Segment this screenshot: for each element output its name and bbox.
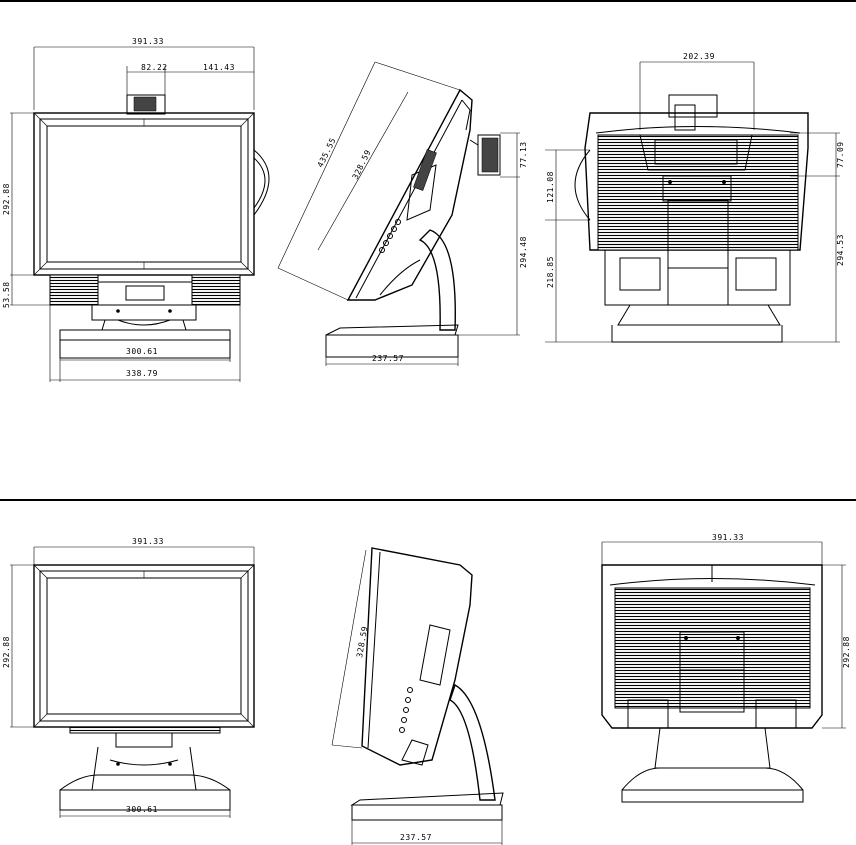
side-screen-length-label: 328.59 — [351, 148, 373, 181]
rear-right-height-label: 294.53 — [836, 234, 845, 266]
side-stand-height-label: 294.48 — [519, 236, 528, 268]
top-front-base-width-label: 300.61 — [126, 347, 158, 356]
side-camera-icon — [481, 137, 499, 173]
bottom-front-height-label: 292.88 — [2, 636, 11, 668]
bottom-monitor-bezel — [33, 564, 255, 728]
rear-camera-icon — [668, 94, 718, 118]
rear-vent-grille — [597, 134, 799, 251]
bottom-front-base-width-label: 300.61 — [126, 805, 158, 814]
monitor-base — [59, 329, 231, 359]
top-front-width-label: 391.33 — [132, 37, 164, 46]
monitor-bezel — [33, 112, 255, 276]
bottom-rear-base — [621, 789, 804, 803]
bottom-monitor-screen — [46, 577, 242, 715]
rear-camera-height-label: 77.09 — [836, 141, 845, 168]
bottom-rear-stand-neck — [679, 631, 745, 713]
rear-top-width-label: 202.39 — [683, 52, 715, 61]
rear-lower-height-label: 218.85 — [546, 256, 555, 288]
top-rear-view: 202.39 77.09 294.53 121.08 21 — [545, 52, 845, 343]
bottom-front-width-label: 391.33 — [132, 537, 164, 546]
top-front-camera-offset-label: 141.43 — [203, 63, 235, 72]
top-front-overall-width-label: 338.79 — [126, 369, 158, 378]
right-speaker-icon — [191, 274, 241, 306]
left-speaker-icon — [49, 274, 99, 306]
top-front-height-label: 292.88 — [2, 183, 11, 215]
top-front-camera-width-label: 82.22 — [141, 63, 168, 72]
bottom-side-view: 328.59 237.57 — [331, 547, 504, 845]
monitor-screen — [46, 125, 242, 263]
bottom-side-base — [351, 804, 503, 821]
side-base — [325, 334, 459, 358]
side-monitor-body — [346, 88, 473, 301]
top-front-view: 391.33 82.22 141.43 — [2, 37, 270, 382]
side-base-depth-label: 237.57 — [372, 354, 404, 363]
bottom-rear-width-label: 391.33 — [712, 533, 744, 542]
bottom-rear-view: 391.33 292.88 — [601, 533, 851, 803]
top-front-speaker-height-label: 53.58 — [2, 281, 11, 308]
bottom-side-base-depth-label: 237.57 — [400, 833, 432, 842]
bottom-rear-vent-grille — [614, 587, 811, 709]
bottom-front-base — [59, 789, 231, 811]
rear-stand-neck — [667, 199, 729, 306]
bottom-rear-height-label: 292.88 — [842, 636, 851, 668]
bottom-front-view: 391.33 292.88 300.61 — [2, 537, 255, 818]
bottom-side-body — [361, 547, 473, 766]
side-camera-height-label: 77.13 — [519, 141, 528, 168]
rear-body — [584, 112, 809, 251]
top-side-view: 435.55 328.59 77.13 294.48 237.57 — [277, 61, 528, 366]
camera-icon — [133, 96, 157, 112]
rear-speaker-height-label: 121.08 — [546, 171, 555, 203]
